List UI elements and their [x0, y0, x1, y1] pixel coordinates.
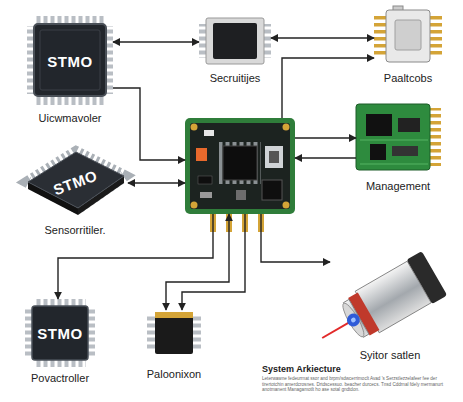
pin-row — [374, 14, 387, 58]
lens-glow — [350, 317, 357, 324]
component-label: Paloonixon — [147, 368, 201, 380]
component-label: Secruitijes — [210, 72, 261, 84]
sensor-node: Syitor satlen — [330, 248, 450, 348]
connector-body — [386, 10, 430, 62]
microcontroller-chip — [27, 16, 113, 105]
mount-hole — [283, 124, 290, 131]
chip-node: STMOSensorritiler. — [22, 148, 128, 216]
diagram-caption: Leterwawne fedeurrnat ssor and brpm/sdwc… — [262, 376, 458, 393]
module-chip — [392, 146, 418, 156]
chip-body — [155, 312, 193, 354]
lens — [345, 311, 362, 328]
chip-marking: STMO — [27, 16, 113, 106]
pin-row — [34, 360, 86, 367]
security-chip — [199, 18, 271, 64]
signal-connector — [166, 214, 229, 310]
power-chip — [25, 299, 95, 367]
signal-connector — [113, 88, 185, 160]
circuit-board — [185, 118, 295, 232]
white-part — [265, 146, 283, 168]
chip-marking: STMO — [25, 299, 95, 367]
signal-connector — [182, 214, 245, 310]
chip-strip — [155, 312, 193, 318]
small-chip — [147, 312, 201, 354]
pin-row — [25, 308, 32, 358]
main-chip — [223, 146, 257, 180]
chip-body — [213, 23, 257, 59]
component-label: Paaltcobs — [384, 72, 432, 84]
component-label: Povactroller — [31, 372, 89, 384]
smd-part — [236, 190, 246, 200]
chip-node: STMOUicwmavoler — [27, 16, 113, 106]
smd-part — [200, 192, 212, 198]
module-chip — [370, 144, 386, 160]
signal-connector — [295, 137, 356, 138]
smd-part — [262, 180, 282, 200]
board-edge — [185, 118, 295, 214]
component-label: Sensorritiler. — [44, 224, 105, 236]
chip-pins — [219, 142, 261, 184]
pin-row — [193, 316, 201, 350]
signal-connector — [113, 41, 199, 42]
pin-row — [88, 308, 95, 358]
chip-marking: STMO — [14, 132, 137, 232]
connector-window — [395, 20, 421, 50]
signal-connector — [295, 157, 356, 158]
chip-node: STMOPovactroller — [25, 299, 95, 367]
smd-part — [198, 176, 212, 184]
chip-node: Secruitijes — [199, 18, 271, 64]
pin-row — [147, 316, 155, 350]
lens-face — [340, 301, 368, 339]
component-label: Management — [366, 180, 430, 192]
mount-hole — [191, 124, 198, 131]
signal-connector — [261, 214, 330, 262]
board-surface — [190, 123, 290, 209]
white-part-core — [269, 151, 279, 163]
smd-part — [204, 130, 214, 136]
signal-connector — [282, 58, 374, 118]
connector-part — [374, 6, 442, 62]
component-label: Syitor satlen — [360, 349, 421, 361]
trace — [360, 140, 428, 164]
pin-row — [34, 299, 86, 306]
module-chip — [366, 114, 392, 136]
signal-connector — [128, 182, 185, 183]
pin-header — [430, 108, 441, 166]
signal-connector — [271, 37, 374, 38]
laser-sensor — [309, 251, 447, 360]
mount-hole — [191, 202, 198, 209]
board-node — [185, 118, 295, 214]
component-label: Uicwmavoler — [39, 112, 102, 124]
diagram-title: System Arkiecture — [262, 364, 341, 374]
chip-node: Paloonixon — [147, 310, 201, 356]
pin-row — [36, 96, 104, 105]
chip-frame — [206, 18, 264, 64]
management-module — [356, 104, 441, 170]
module-node: Management — [356, 104, 440, 170]
connector-node: Paaltcobs — [374, 6, 442, 64]
orange-part — [196, 148, 207, 161]
module-chip — [398, 118, 420, 132]
laser-beam — [322, 322, 349, 338]
pin-row — [429, 14, 442, 58]
module-board — [356, 104, 430, 170]
mount-hole — [283, 202, 290, 209]
